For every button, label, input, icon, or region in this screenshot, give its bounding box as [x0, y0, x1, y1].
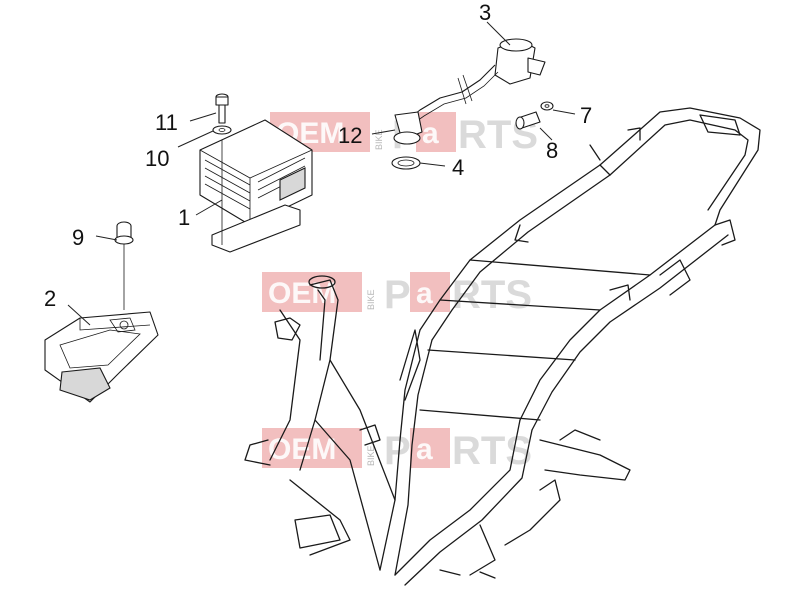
- part-3-ignition-coil: [409, 38, 546, 124]
- callout-1: 1: [178, 205, 190, 230]
- part-9-screw: [114, 221, 134, 310]
- callout-10: 10: [145, 146, 169, 171]
- callout-3: 3: [479, 0, 491, 25]
- leader-9: [95, 235, 118, 241]
- leader-1: [195, 199, 223, 216]
- callout-7: 7: [580, 103, 592, 128]
- leader-12: [371, 129, 396, 135]
- leader-7: [552, 109, 576, 115]
- part-8-screw: [515, 111, 541, 130]
- watermark-bike-text: BIKE: [366, 289, 376, 310]
- watermark-bottom: OEM BIKE P a RTS: [262, 428, 532, 473]
- watermark-parts-p: P: [384, 273, 411, 317]
- part-12-plug-boot: [393, 111, 423, 145]
- callout-11: 11: [155, 110, 178, 135]
- part-2-tray: [44, 311, 159, 403]
- watermark-parts-a: a: [422, 117, 439, 150]
- leader-8: [539, 127, 553, 141]
- watermark-bike-text: BIKE: [374, 129, 384, 150]
- part-1-regulator: [199, 119, 313, 253]
- watermark-parts-rts: RTS: [452, 273, 532, 317]
- watermark-oem-text: OEM: [268, 277, 336, 310]
- part-7-washer: [540, 101, 554, 111]
- part-4-oring: [391, 156, 421, 170]
- callout-9: 9: [72, 225, 84, 250]
- watermark-parts-a: a: [416, 277, 433, 310]
- callout-2: 2: [44, 286, 56, 311]
- leader-3: [486, 21, 511, 46]
- watermark-parts-rts: RTS: [452, 429, 532, 473]
- watermark-parts-a: a: [416, 433, 433, 466]
- callout-4: 4: [452, 155, 464, 180]
- watermark-top: OEM BIKE P a RTS: [270, 112, 538, 157]
- callout-8: 8: [546, 138, 558, 163]
- watermark-bike-text: BIKE: [366, 445, 376, 466]
- leader-4: [419, 162, 446, 167]
- scooter-frame: [244, 107, 761, 586]
- callout-12: 12: [338, 123, 362, 148]
- leader-lines: [67, 21, 576, 326]
- callout-labels: 1 2 3 4 7 8 9 10 11 12: [44, 0, 592, 311]
- part-11-bolt: [215, 93, 229, 124]
- part-10-washer: [212, 125, 232, 135]
- leader-2: [67, 304, 91, 326]
- leader-11: [189, 112, 217, 122]
- watermark-middle: OEM BIKE P a RTS: [262, 272, 532, 317]
- leader-10: [177, 130, 214, 148]
